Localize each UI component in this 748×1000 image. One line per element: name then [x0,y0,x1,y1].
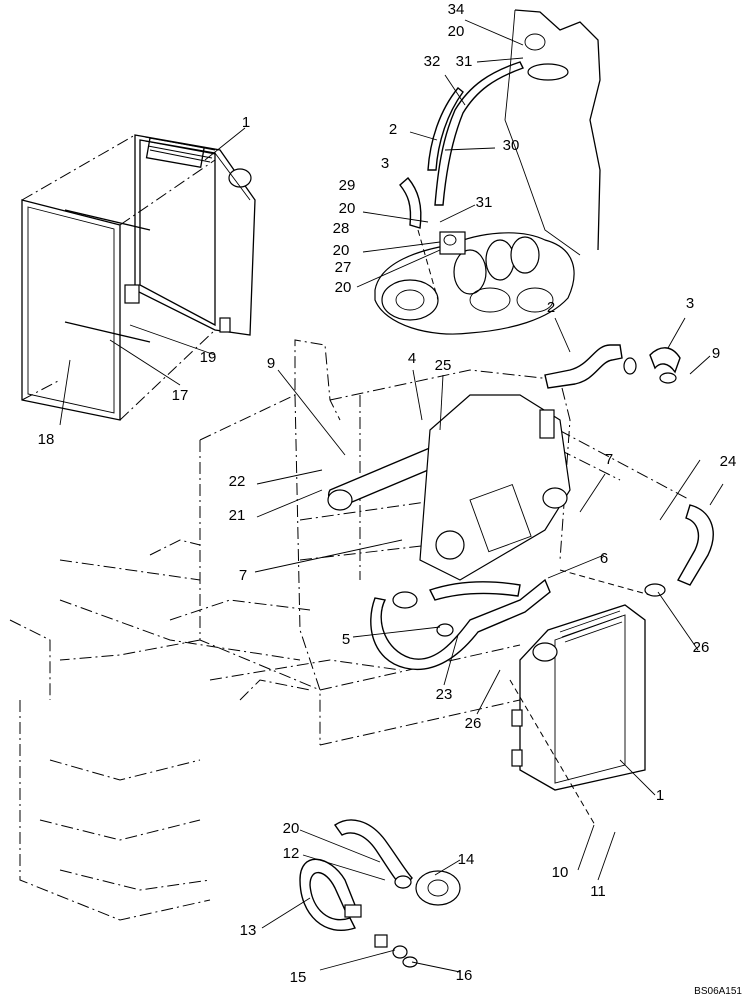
fan-shroud [21,134,216,421]
firewall-panel [504,9,601,256]
callout-6: 6 [600,550,608,567]
callout-9: 9 [267,355,275,372]
callout-13: 13 [240,922,257,939]
callout-3: 3 [381,155,389,172]
hose-2-right [544,344,681,389]
callout-4: 4 [408,350,416,367]
callout-10: 10 [552,864,569,881]
callout-31: 31 [476,194,493,211]
dotted-links [417,229,651,826]
drawing-code: BS06A151 [694,986,742,997]
callout-34: 34 [448,1,465,18]
callout-32: 32 [424,53,441,70]
heater-hose-assembly [299,819,461,968]
upper-hoses [399,61,569,229]
callout-20: 20 [283,820,300,837]
engine-mid [327,394,571,581]
callout-30: 30 [503,137,520,154]
callout-15: 15 [290,969,307,986]
callout-26: 26 [465,715,482,732]
callout-20: 20 [339,200,356,217]
radiator-upper-left [124,134,256,336]
callout-18: 18 [38,431,55,448]
hose-5-lower [370,578,551,671]
callout-2: 2 [389,121,397,138]
callout-7: 7 [239,567,247,584]
callout-5: 5 [342,631,350,648]
loader-frame [9,339,691,921]
callout-27: 27 [335,259,352,276]
callout-19: 19 [200,349,217,366]
callout-16: 16 [456,967,473,984]
callout-9: 9 [712,345,720,362]
callout-22: 22 [229,473,246,490]
callout-20: 20 [448,23,465,40]
callout-29: 29 [339,177,356,194]
engine-block [374,231,575,335]
callout-11: 11 [590,883,606,900]
callout-24: 24 [720,453,737,470]
callout-7: 7 [605,451,613,468]
leader-lines [59,19,724,973]
callout-3: 3 [686,295,694,312]
callout-21: 21 [229,507,246,524]
callout-20: 20 [335,279,352,296]
callout-25: 25 [435,357,452,374]
hose-24 [644,504,714,597]
callout-26: 26 [693,639,710,656]
callout-28: 28 [333,220,350,237]
callout-17: 17 [172,387,189,404]
callout-12: 12 [283,845,300,862]
callout-1: 1 [656,787,664,804]
callout-20: 20 [333,242,350,259]
callout-2: 2 [547,299,555,316]
radiator-lower-right [511,604,646,791]
callout-23: 23 [436,686,453,703]
callout-31: 31 [456,53,473,70]
callout-1: 1 [242,114,250,131]
callout-14: 14 [458,851,475,868]
